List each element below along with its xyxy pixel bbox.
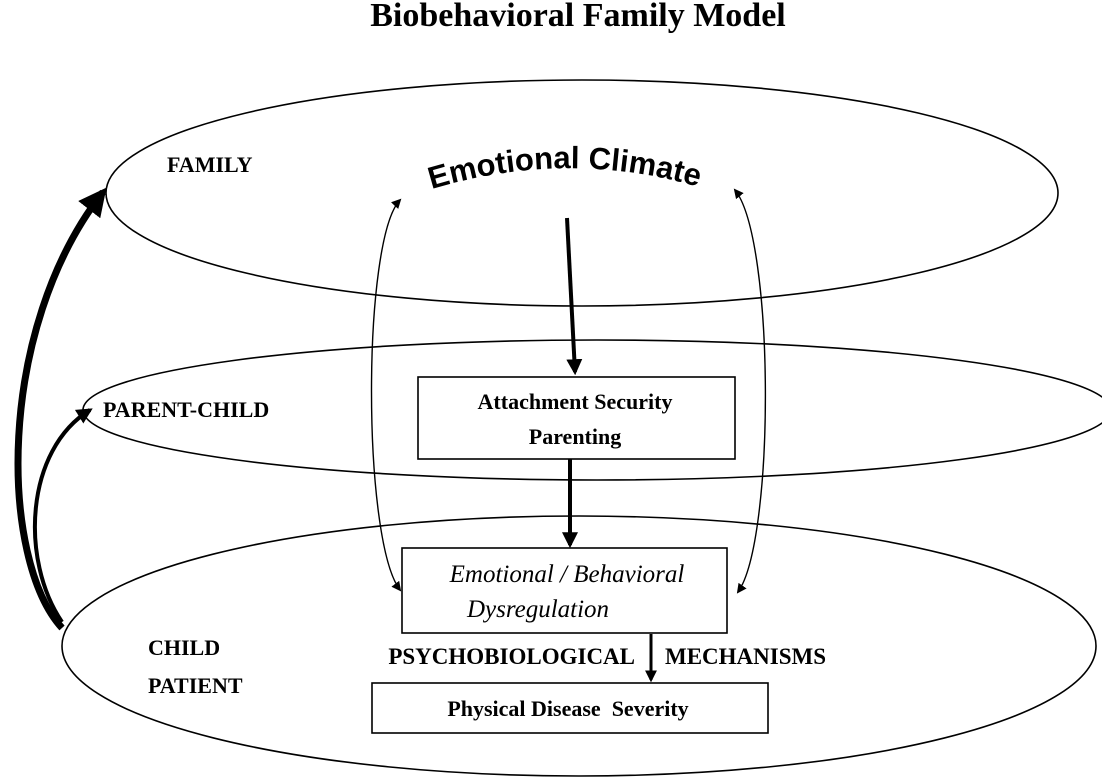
family-level-ellipse — [105, 79, 1059, 307]
emotional-climate-text: Emotional Climate — [424, 140, 706, 196]
diagram-title: Biobehavioral Family Model — [370, 0, 786, 34]
child-to-parent-feedback-arrow — [32, 408, 93, 624]
physical-disease-box — [371, 682, 769, 734]
left-feedback-bracket — [370, 198, 402, 592]
emotional-climate-label: Emotional Climate — [424, 140, 706, 196]
mechanisms-label: MECHANISMS — [665, 644, 826, 669]
psychobiological-label: PSYCHOBIOLOGICAL — [388, 644, 635, 669]
parenting-label: Parenting — [529, 424, 621, 449]
dysregulation-label: Dysregulation — [466, 596, 609, 623]
parent-child-level-label: PARENT-CHILD — [103, 397, 269, 422]
attachment-security-label: Attachment Security — [478, 389, 673, 414]
patient-level-label: PATIENT — [148, 673, 243, 698]
family-level-label: FAMILY — [167, 152, 253, 177]
emotional-behavioral-label: Emotional / Behavioral — [449, 561, 685, 588]
right-feedback-bracket — [733, 188, 767, 594]
child-to-family-feedback-arrow — [14, 187, 107, 631]
attachment-parenting-box — [417, 376, 736, 460]
child-patient-level-ellipse — [61, 515, 1097, 777]
physical-disease-severity-label: Physical Disease Severity — [447, 696, 688, 721]
climate-to-attachment-arrow — [565, 217, 583, 376]
dysregulation-box — [401, 547, 728, 634]
child-level-label: CHILD — [148, 635, 220, 660]
